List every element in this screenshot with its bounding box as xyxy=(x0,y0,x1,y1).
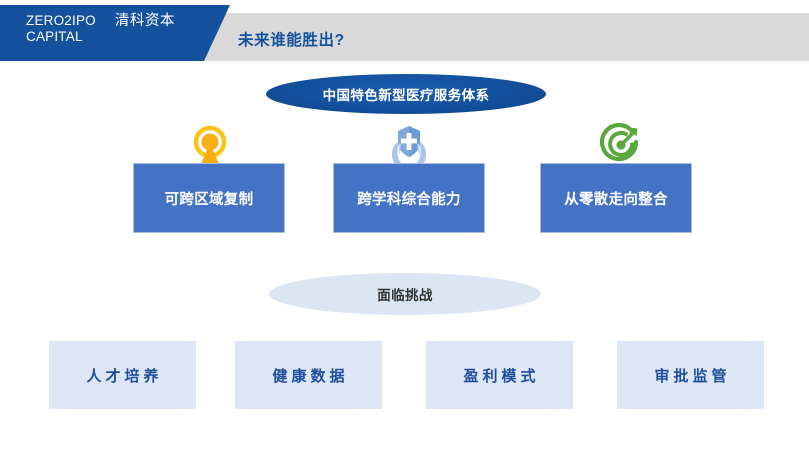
challenge-box-3[interactable]: 审批监管 xyxy=(617,341,764,409)
pillar-box-0[interactable]: 可跨区域复制 xyxy=(133,163,285,233)
pillar-box-2[interactable]: 从零散走向整合 xyxy=(540,163,692,233)
logo-en-text: ZERO2IPO CAPITAL xyxy=(26,13,96,44)
target-dart-icon xyxy=(598,122,644,168)
pillar-label-0: 可跨区域复制 xyxy=(164,191,254,208)
challenge-box-2[interactable]: 盈利模式 xyxy=(426,341,573,409)
logo-cn-text: 清科资本 xyxy=(114,13,175,29)
company-logo: ZERO2IPO CAPITAL 清科资本 xyxy=(26,13,175,44)
challenge-box-1[interactable]: 健康数据 xyxy=(235,341,382,409)
challenge-ellipse: 面临挑战 xyxy=(269,273,541,315)
challenge-label-0: 人才培养 xyxy=(86,367,163,385)
system-ellipse: 中国特色新型医疗服务体系 xyxy=(266,74,546,114)
challenge-ellipse-label: 面临挑战 xyxy=(377,288,433,303)
header-band: ZERO2IPO CAPITAL 清科资本 未来谁能胜出? xyxy=(0,0,809,70)
location-pin-icon xyxy=(187,122,233,168)
pillar-box-1[interactable]: 跨学科综合能力 xyxy=(333,163,485,233)
system-ellipse-label: 中国特色新型医疗服务体系 xyxy=(322,88,490,103)
pillar-label-1: 跨学科综合能力 xyxy=(357,191,461,208)
pillar-label-2: 从零散走向整合 xyxy=(564,191,668,208)
challenge-box-0[interactable]: 人才培养 xyxy=(49,341,196,409)
shield-in-hands-icon xyxy=(386,122,432,168)
challenge-label-2: 盈利模式 xyxy=(463,367,540,385)
challenge-label-1: 健康数据 xyxy=(272,367,349,385)
challenge-label-3: 审批监管 xyxy=(654,367,731,385)
header-gray-banner xyxy=(196,13,809,61)
header-blue-banner xyxy=(0,5,230,61)
page-title: 未来谁能胜出? xyxy=(238,32,345,49)
